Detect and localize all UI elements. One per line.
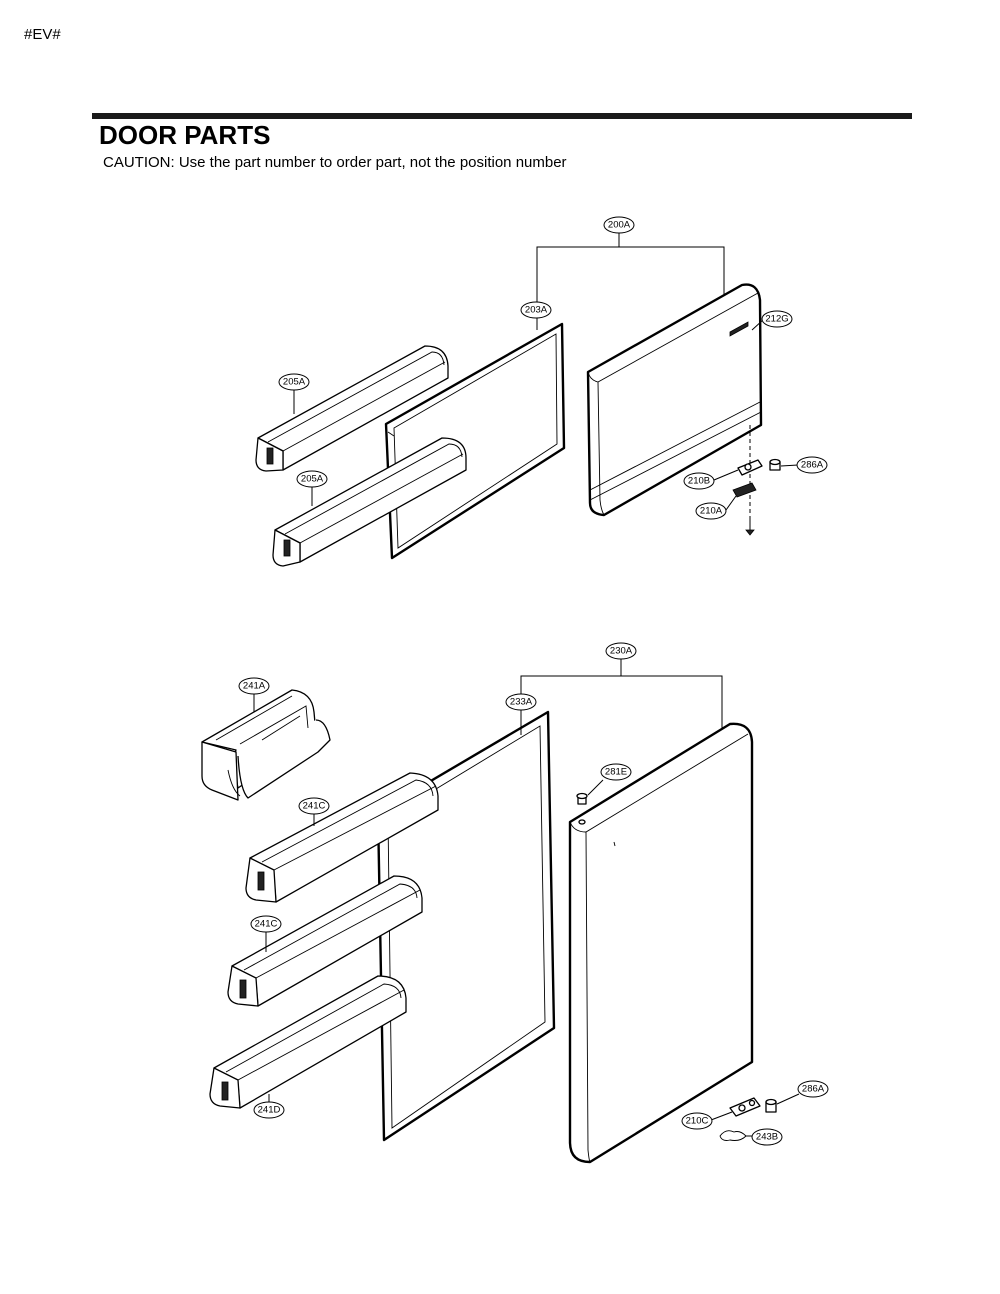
upper-door-assembly — [255, 233, 799, 567]
svg-text:286A: 286A — [802, 1084, 825, 1095]
callout-243b: 243B — [751, 1128, 783, 1146]
washer-243b — [719, 1130, 747, 1141]
lower-door-bin-241c-top — [245, 772, 439, 903]
lower-door-assembly — [201, 659, 800, 1164]
callout-210b: 210B — [683, 472, 715, 490]
svg-text:243B: 243B — [756, 1132, 778, 1143]
callout-210a: 210A — [695, 502, 727, 520]
upper-hinge-parts — [713, 425, 799, 536]
callout-281e: 281E — [600, 763, 632, 781]
svg-text:230A: 230A — [610, 646, 633, 657]
callout-212g: 212G — [761, 310, 793, 328]
svg-text:212G: 212G — [765, 314, 788, 325]
upper-door-bin-top — [255, 345, 449, 472]
callout-286a-lower: 286A — [797, 1080, 829, 1098]
svg-text:281E: 281E — [605, 767, 627, 778]
upper-door — [586, 283, 763, 517]
callout-230a: 230A — [605, 642, 637, 660]
svg-text:233A: 233A — [510, 697, 533, 708]
header-rule — [92, 113, 912, 119]
lower-hinge-parts — [710, 1093, 800, 1141]
upper-door-bin-bottom — [272, 437, 467, 567]
caution-note: CAUTION: Use the part number to order pa… — [103, 154, 567, 171]
callout-210c: 210C — [681, 1112, 713, 1130]
door-pin-281e — [576, 779, 604, 825]
callout-205a-top: 205A — [278, 373, 310, 391]
svg-text:210C: 210C — [686, 1116, 709, 1127]
svg-text:286A: 286A — [801, 460, 824, 471]
svg-text:241C: 241C — [255, 919, 278, 930]
callout-203a: 203A — [520, 301, 552, 319]
document-code: #EV# — [24, 26, 61, 43]
callout-241a: 241A — [238, 677, 270, 695]
lower-door-bin-241a — [201, 689, 331, 801]
svg-text:203A: 203A — [525, 305, 548, 316]
svg-text:205A: 205A — [301, 474, 324, 485]
hinge-screw — [745, 529, 755, 536]
svg-text:210B: 210B — [688, 476, 710, 487]
svg-text:241C: 241C — [303, 801, 326, 812]
svg-text:200A: 200A — [608, 220, 631, 231]
callout-286a-upper: 286A — [796, 456, 828, 474]
callout-205a-bottom: 205A — [296, 470, 328, 488]
svg-text:205A: 205A — [283, 377, 306, 388]
hinge-210a — [732, 482, 757, 498]
svg-text:241A: 241A — [243, 681, 266, 692]
lower-door-bin-241d — [209, 975, 407, 1109]
door-logo-badge — [729, 321, 749, 337]
lower-door — [568, 722, 754, 1164]
callout-200a: 200A — [603, 216, 635, 234]
callout-241c-top: 241C — [298, 797, 330, 815]
svg-text:210A: 210A — [700, 506, 723, 517]
svg-text:241D: 241D — [258, 1105, 281, 1116]
lower-door-bin-241c-middle — [227, 875, 423, 1007]
callout-233a: 233A — [505, 693, 537, 711]
callout-241d: 241D — [253, 1101, 285, 1119]
page-title: DOOR PARTS — [99, 120, 271, 150]
callout-241c-middle: 241C — [250, 915, 282, 933]
